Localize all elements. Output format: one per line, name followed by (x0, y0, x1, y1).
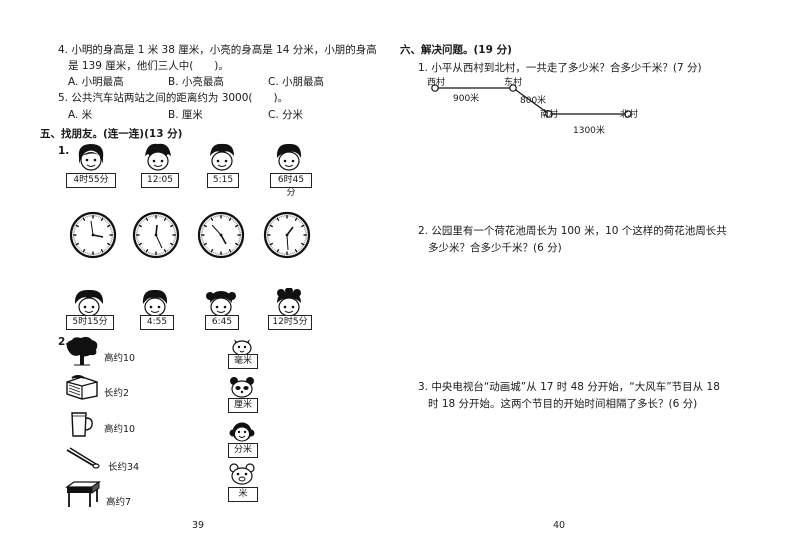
unit-card: 毫米 (228, 354, 258, 369)
section5-title: 五、找朋友。(连一连)(13 分) (40, 128, 183, 140)
child-face-icon (276, 143, 302, 171)
map-label-east: 东村 (504, 78, 523, 88)
child-face-icon (78, 144, 104, 171)
book-icon (66, 375, 98, 400)
time-tag: 6:45 (205, 315, 239, 330)
object-label: 高约10 (104, 353, 136, 364)
analog-clock-icon (132, 211, 180, 259)
map-label-north: 北村 (620, 110, 639, 120)
map-distance-1: 900米 (453, 94, 480, 104)
q5-option-a: A. 米 (68, 109, 93, 121)
desk-icon (64, 481, 102, 507)
time-tag: 4:55 (140, 315, 174, 330)
monkey-icon (229, 422, 255, 442)
page-number-left: 39 (192, 520, 205, 531)
q5-option-c: C. 分米 (268, 109, 304, 121)
child-face-icon (210, 143, 234, 171)
tongs-icon (66, 447, 100, 469)
q2-line1: 2. 公园里有一个荷花池周长为 100 米，10 个这样的荷花池周长共 (418, 225, 727, 237)
q2-line2: 多少米？合多少千米？(6 分) (428, 242, 562, 254)
object-label: 长约2 (104, 388, 130, 399)
time-tag: 12:05 (141, 173, 179, 188)
q4-line1: 4. 小明的身高是 1 米 38 厘米，小亮的身高是 14 分米，小朋的身高 (58, 44, 377, 56)
tree-icon (66, 336, 98, 366)
unit-card: 厘米 (228, 398, 258, 413)
analog-clock-icon (197, 211, 245, 259)
cat-icon (232, 339, 252, 355)
time-tag: 6时45分 (270, 173, 312, 198)
time-tag: 5时15分 (66, 315, 114, 330)
map-distance-3: 1300米 (573, 126, 605, 136)
map-label-south: 南村 (540, 110, 559, 120)
analog-clock-icon (69, 211, 117, 259)
q4-option-b: B. 小亮最高 (168, 76, 224, 88)
map-distance-2: 800米 (520, 96, 547, 106)
q1-text: 1. 小平从西村到北村，一共走了多少米？合多少千米？(7 分) (418, 62, 702, 74)
part1-number: 1. (58, 145, 70, 157)
time-tag: 12时5分 (268, 315, 312, 330)
route-map (431, 84, 632, 118)
object-label: 高约10 (104, 424, 136, 435)
time-tag: 5:15 (207, 173, 239, 188)
q4-option-c: C. 小朋最高 (268, 76, 325, 88)
time-tag: 4时55分 (66, 173, 116, 188)
object-label: 长约34 (108, 462, 140, 473)
child-face-icon (145, 143, 171, 171)
map-label-west: 西村 (427, 78, 446, 88)
child-face-icon (74, 289, 104, 317)
q3-line2: 时 18 分开始。这两个节目的开始时间相隔了多长？(6 分) (428, 398, 698, 410)
q5-line1: 5. 公共汽车站两站之间的距离约为 3000( )。 (58, 92, 289, 104)
bear-icon (229, 463, 255, 485)
analog-clock-icon (263, 211, 311, 259)
unit-card: 米 (228, 487, 258, 502)
part2-number: 2. (58, 336, 70, 348)
q4-line2: 是 139 厘米，他们三人中( )。 (68, 60, 229, 72)
panda-icon (230, 377, 254, 398)
page-number-right: 40 (553, 520, 566, 531)
child-face-icon (277, 288, 301, 317)
child-face-icon (206, 291, 236, 317)
q5-option-b: B. 厘米 (168, 109, 203, 121)
q3-line1: 3. 中央电视台“动画城”从 17 时 48 分开始，“大风车”节目从 18 (418, 381, 720, 393)
child-face-icon (142, 289, 168, 317)
q4-option-a: A. 小明最高 (68, 76, 124, 88)
object-label: 高约7 (106, 497, 132, 508)
cup-icon (71, 412, 93, 437)
unit-card: 分米 (228, 443, 258, 458)
section6-title: 六、解决问题。(19 分) (400, 44, 512, 56)
